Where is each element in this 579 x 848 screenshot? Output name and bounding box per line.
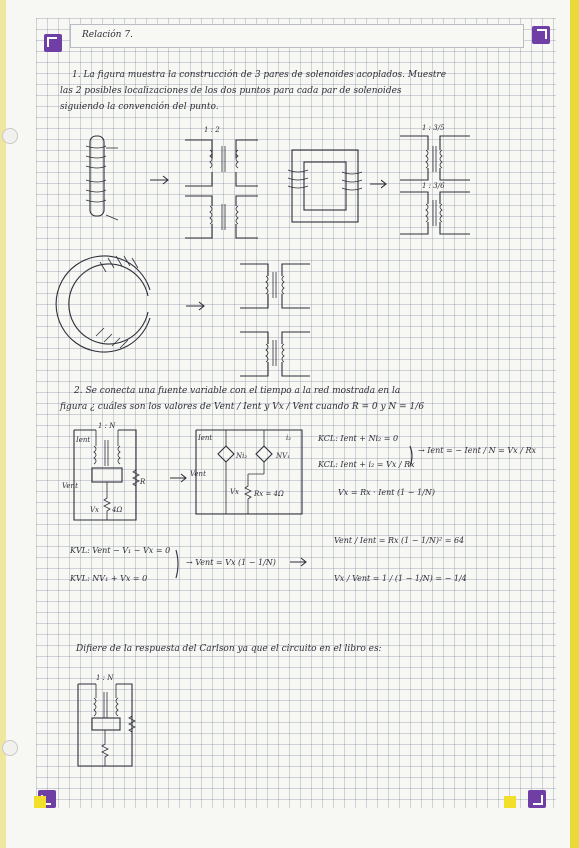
- svg-text:Vent: Vent: [62, 482, 78, 490]
- note-text: Difiere de la respuesta del Carlson ya q…: [76, 644, 382, 654]
- equation-kcl2: KCL: Ient + i₂ = Vx / Rx: [318, 460, 415, 469]
- svg-text:Ient: Ient: [197, 434, 212, 442]
- svg-text:4Ω: 4Ω: [111, 506, 122, 514]
- brace-icon: [175, 549, 179, 579]
- svg-text:R: R: [139, 478, 146, 486]
- equation-vx: Vx = Rx · Ient (1 − 1/N): [338, 488, 435, 497]
- corner-mark-top-left-icon: [44, 34, 62, 52]
- svg-text:Rx = 4Ω: Rx = 4Ω: [253, 490, 284, 498]
- yellow-marker-icon: [34, 796, 46, 808]
- book-circuit: 1 : N: [77, 674, 136, 767]
- svg-text:Vx: Vx: [90, 506, 99, 514]
- corner-mark-top-right-icon: [532, 26, 550, 44]
- equation-ient: → Ient = − Ient / N = Vx / Rx: [418, 446, 536, 455]
- corner-mark-bottom-right-icon: [528, 790, 546, 808]
- svg-text:1 : N: 1 : N: [98, 422, 116, 430]
- svg-text:1 : 2: 1 : 2: [204, 126, 220, 134]
- svg-text:NV₁: NV₁: [275, 452, 290, 460]
- yellow-marker-icon: [504, 796, 516, 808]
- problem2-line1: 2. Se conecta una fuente variable con el…: [74, 386, 401, 396]
- svg-text:i₂: i₂: [286, 434, 291, 442]
- page-title: Relación 7.: [82, 30, 133, 40]
- toroid-diagram: [55, 255, 151, 353]
- transformer-pair-diagram: 1 : 3/5 1 : 3/6: [400, 124, 470, 235]
- equation-vent: → Vent = Vx (1 − 1/N): [186, 558, 276, 567]
- arrow-icon: [150, 175, 169, 185]
- svg-text:Ient: Ient: [75, 436, 90, 444]
- header-box: [70, 24, 524, 48]
- svg-text:Vent: Vent: [190, 470, 206, 478]
- equation-kcl1: KCL: Ient + Ni₂ = 0: [318, 434, 399, 443]
- page-right-edge: [570, 0, 579, 848]
- punch-hole-icon: [2, 128, 18, 144]
- equation-ratio2: Vx / Vent = 1 / (1 − 1/N) = − 1/4: [334, 574, 467, 583]
- arrow-icon: [370, 179, 387, 189]
- svg-text:Vx: Vx: [230, 488, 239, 496]
- equation-kvl2: KVL: NV₁ + Vx = 0: [70, 574, 148, 583]
- problem1-line2: las 2 posibles localizaciones de los dos…: [60, 86, 402, 96]
- svg-text:1 : N: 1 : N: [96, 674, 114, 682]
- brace-icon: [409, 445, 413, 467]
- problem1-line1: 1. La figura muestra la construcción de …: [72, 70, 447, 80]
- svg-text:Ni₂: Ni₂: [235, 452, 247, 460]
- page-left-edge: [0, 0, 6, 848]
- transformer-pair-diagram: [240, 263, 310, 377]
- arrow-icon: [290, 557, 307, 567]
- problem1-line3: siguiendo la convención del punto.: [60, 102, 219, 112]
- transformer-pair-diagram: 1 : 2: [185, 126, 258, 239]
- equivalent-circuit: Ient Ni₂ NV₁ Vent Vx Rx = 4Ω i₂: [190, 429, 303, 515]
- equation-ratio1: Vent / Ient = Rx (1 − 1/N)² = 64: [334, 536, 465, 545]
- arrow-icon: [170, 473, 187, 483]
- svg-text:1 : 3/6: 1 : 3/6: [422, 182, 445, 190]
- problem2-circuit: Ient Vent R Vx 4Ω 1 : N: [62, 422, 146, 521]
- svg-text:1 : 3/5: 1 : 3/5: [422, 124, 445, 132]
- solenoid-rod-diagram: [85, 135, 119, 221]
- problem2-line2: figura ¿ cuáles son los valores de Vent …: [60, 402, 425, 412]
- equation-kvl1: KVL: Vent − V₁ − Vx = 0: [70, 546, 171, 555]
- punch-hole-icon: [2, 740, 18, 756]
- arrow-icon: [186, 301, 205, 311]
- iron-core-diagram: [287, 149, 363, 223]
